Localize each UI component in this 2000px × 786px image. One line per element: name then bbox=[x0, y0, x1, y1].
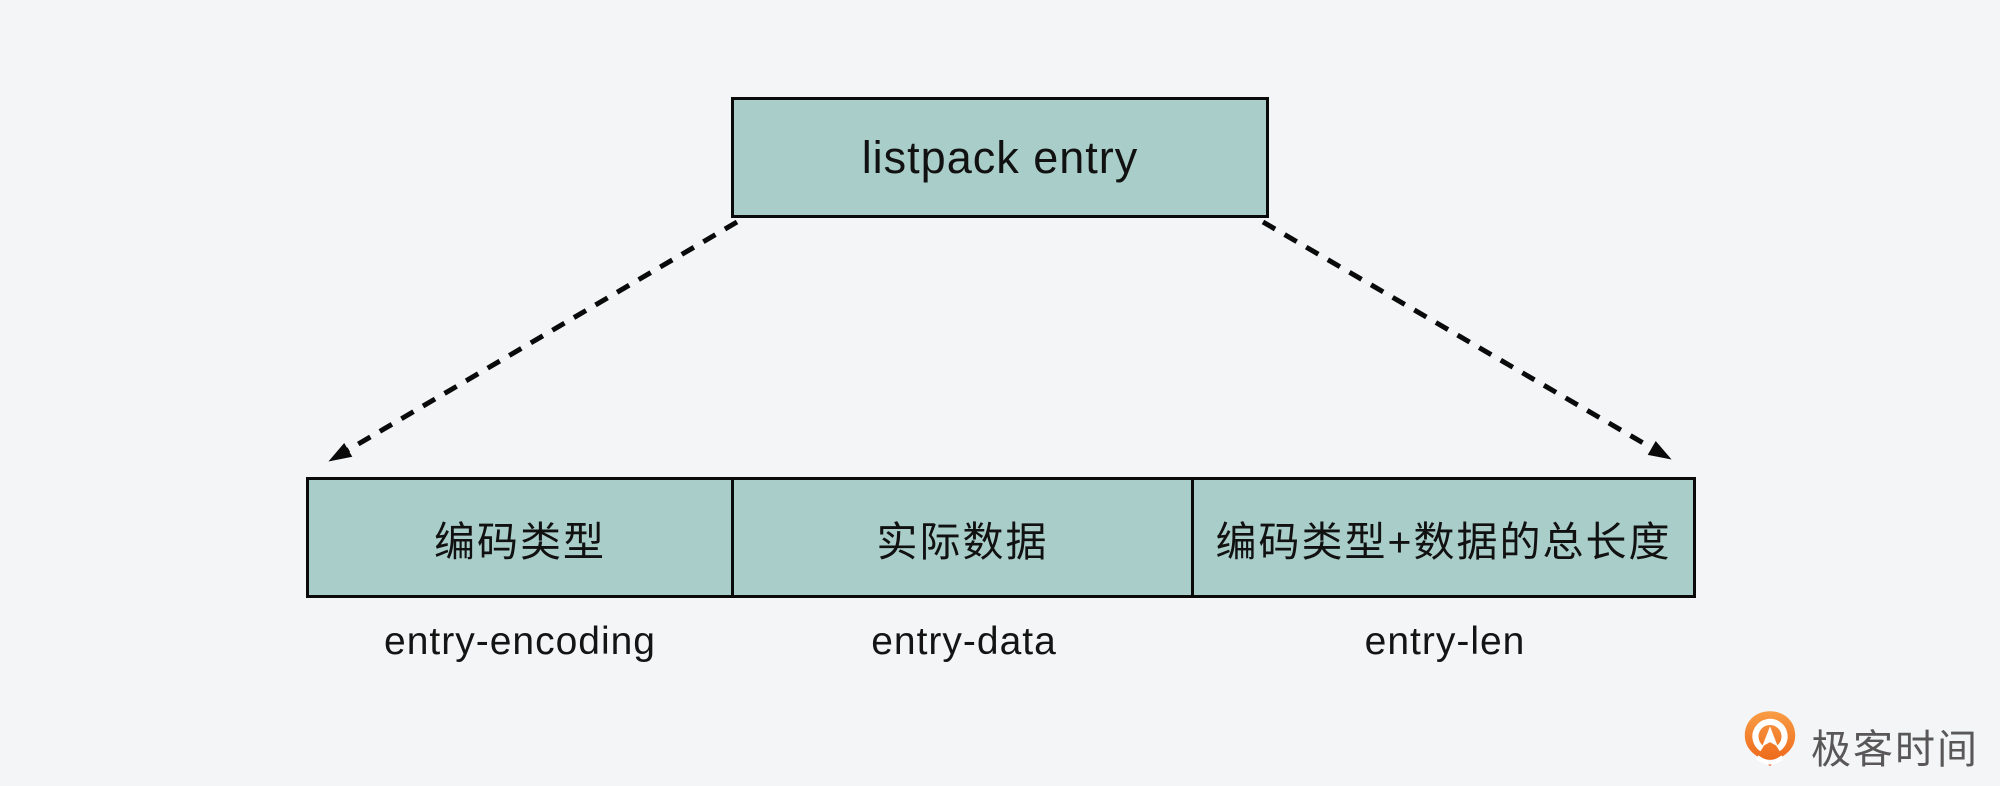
field-entry-len: 编码类型+数据的总长度 bbox=[1194, 477, 1696, 598]
field-entry-encoding: 编码类型 bbox=[306, 477, 734, 598]
entry-field-tags-row: entry-encoding entry-data entry-len bbox=[306, 620, 1696, 664]
tag-entry-encoding: entry-encoding bbox=[384, 620, 656, 663]
tag-entry-len: entry-len bbox=[1364, 620, 1526, 663]
field-entry-data-label: 实际数据 bbox=[876, 518, 1049, 565]
field-entry-data: 实际数据 bbox=[734, 477, 1194, 598]
arrow-left-icon bbox=[328, 219, 739, 463]
field-entry-encoding-label: 编码类型 bbox=[434, 518, 606, 565]
brand-name-label: 极客时间 bbox=[1811, 728, 1979, 772]
tag-entry-data: entry-data bbox=[871, 620, 1057, 663]
listpack-entry-label: listpack entry bbox=[861, 131, 1139, 183]
geektime-pin-icon bbox=[1744, 711, 1796, 767]
entry-fields-row: 编码类型 实际数据 编码类型+数据的总长度 bbox=[306, 477, 1696, 598]
arrow-right-icon bbox=[1261, 219, 1672, 461]
field-entry-len-label: 编码类型+数据的总长度 bbox=[1215, 518, 1672, 565]
listpack-entry-box: listpack entry bbox=[731, 97, 1269, 218]
brand-watermark: 极客时间 bbox=[1742, 708, 1979, 784]
